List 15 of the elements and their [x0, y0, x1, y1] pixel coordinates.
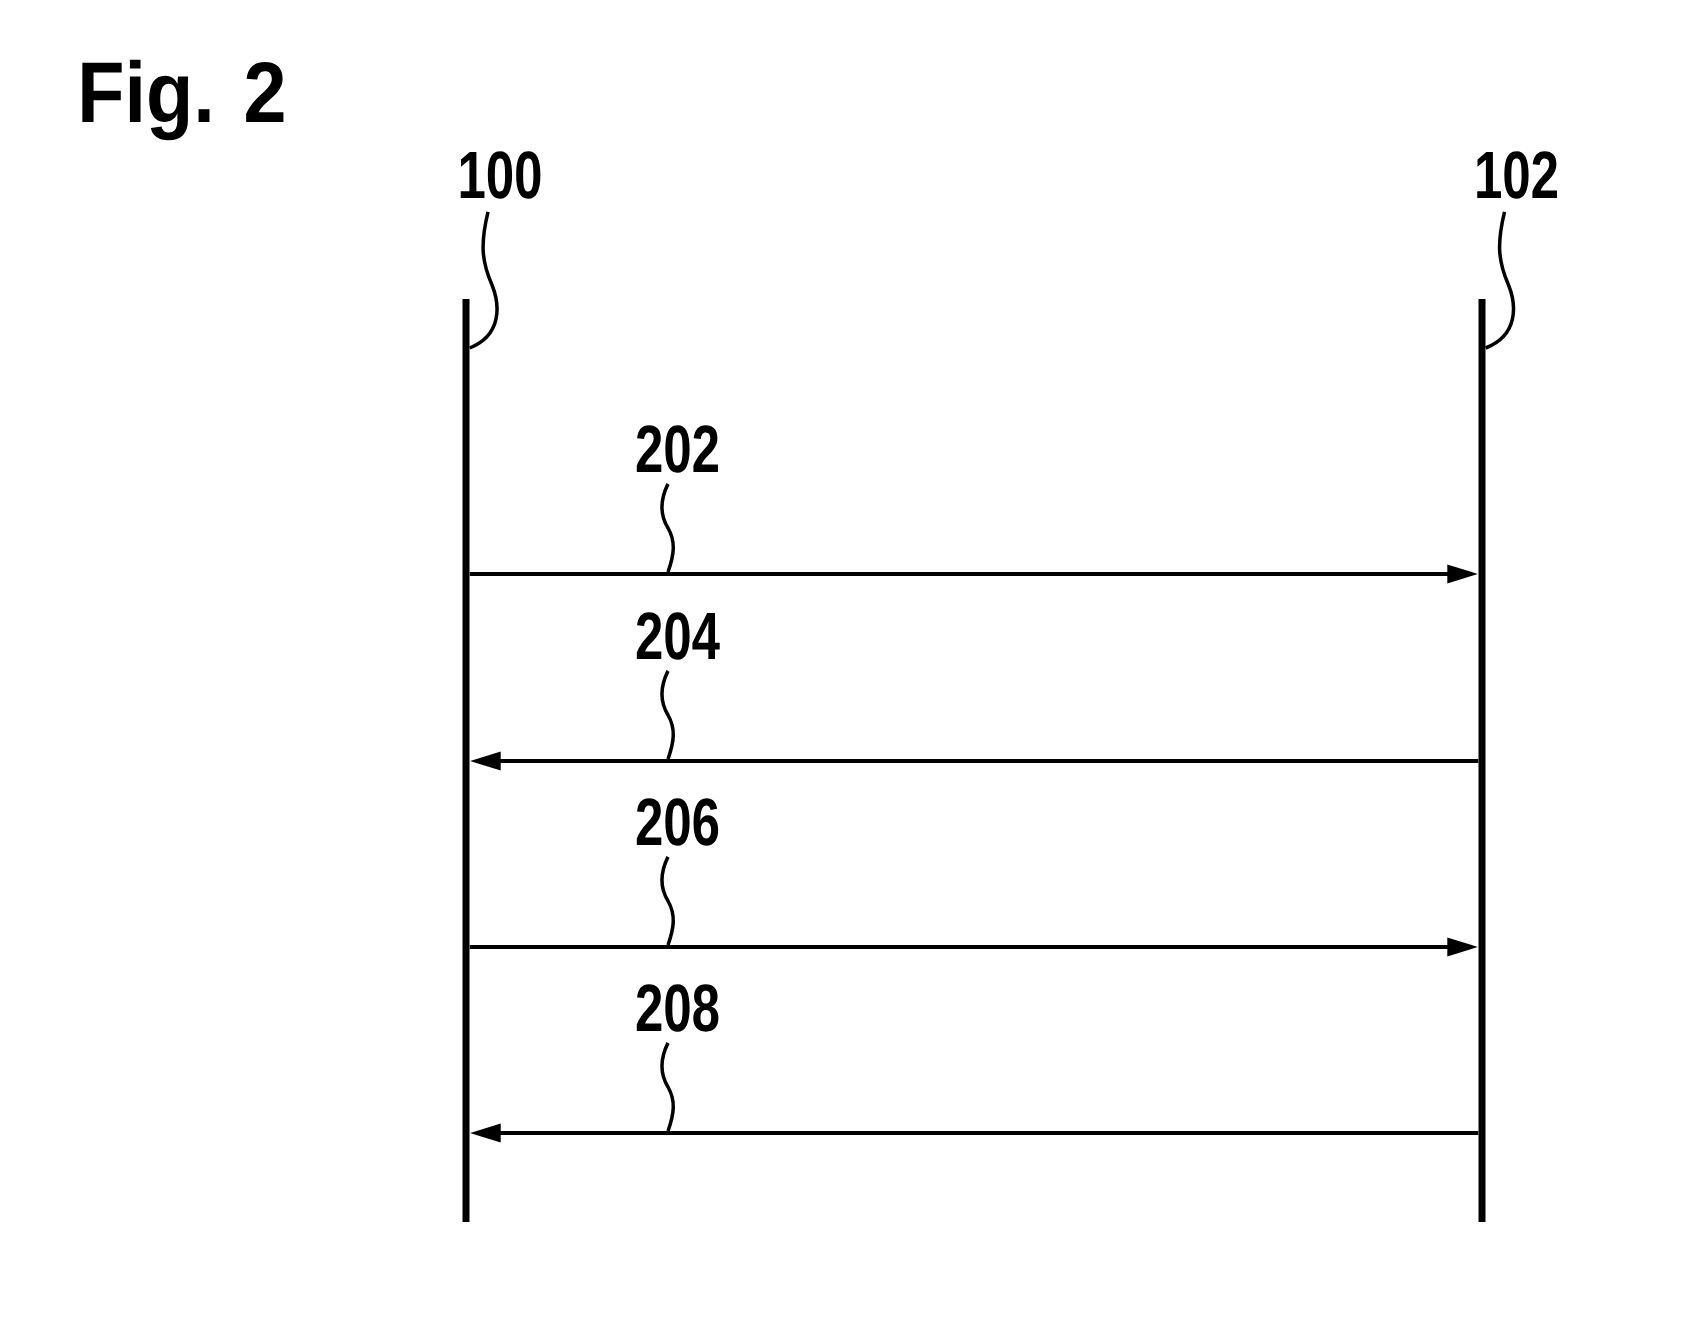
reference-numeral: 204: [636, 612, 720, 660]
reference-numeral: 202: [636, 425, 718, 473]
leader-line: [468, 211, 499, 350]
leader-line: [660, 483, 675, 573]
reference-numeral: 208: [636, 984, 719, 1032]
reference-numeral: 102: [1477, 151, 1557, 199]
leader-line: [660, 856, 675, 946]
leader-line: [660, 1042, 675, 1132]
leader-line: [1484, 211, 1516, 350]
lifeline: [462, 299, 470, 1222]
reference-numeral: 100: [460, 151, 541, 199]
figure-title: Fig. 2: [82, 59, 284, 141]
lifeline: [1478, 299, 1486, 1222]
leader-line: [660, 670, 675, 760]
reference-numeral: 206: [636, 798, 719, 846]
